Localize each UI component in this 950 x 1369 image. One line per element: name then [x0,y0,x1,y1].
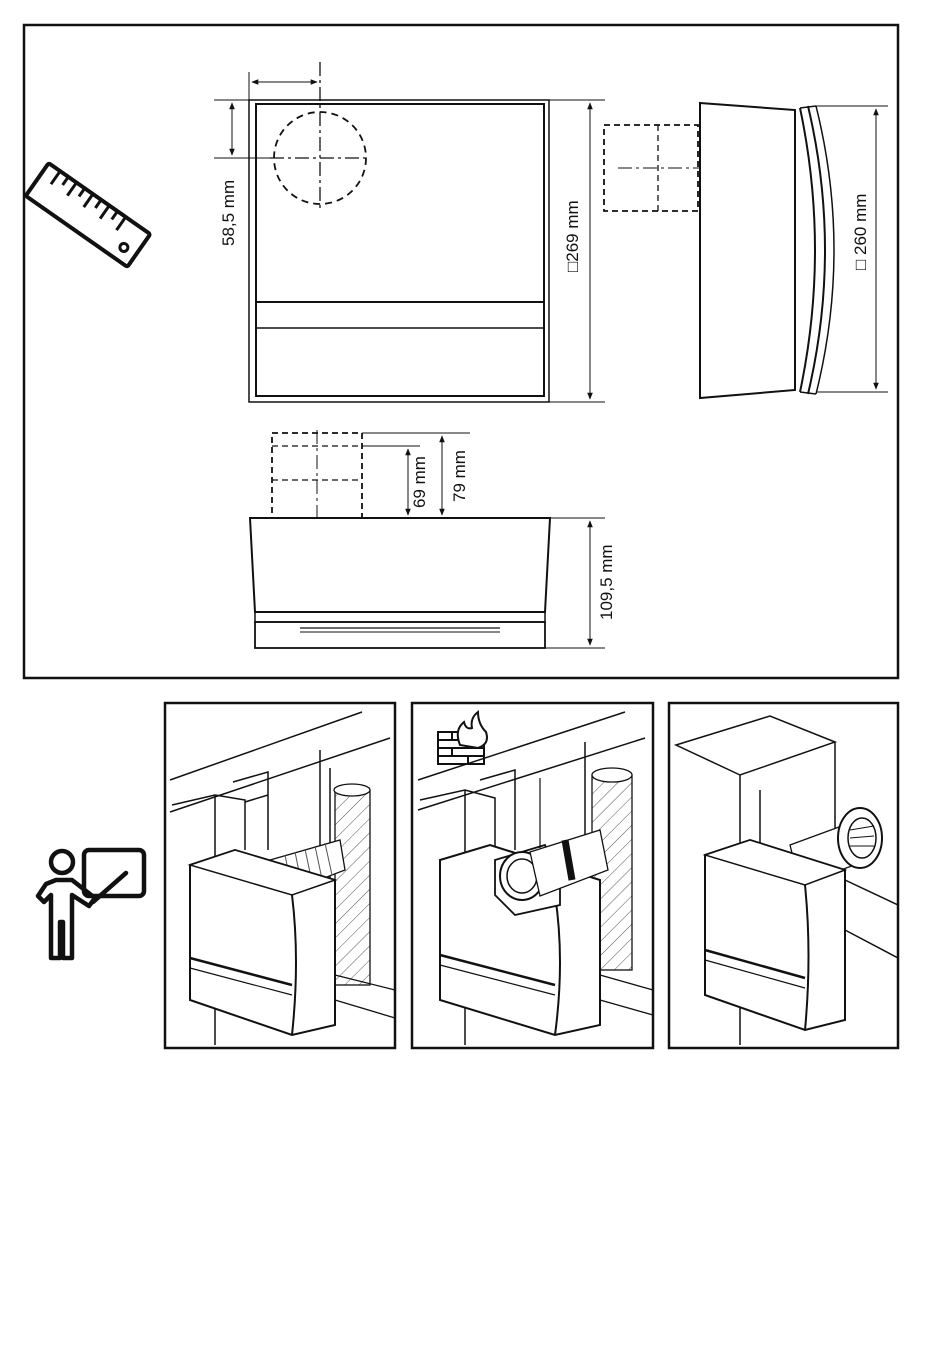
front-view [214,62,605,402]
dim-79-label: 79 mm [450,450,469,502]
instructor-icon [38,850,144,958]
installation-step-3 [669,703,898,1048]
dim-109-5-label: 109,5 mm [597,544,616,620]
dim-260-label: □ 260 mm [851,194,870,270]
installation-step-2 [412,703,653,1048]
ruler-icon [26,163,151,267]
dim-58-5-label: 58,5 mm [219,180,238,246]
dimension-panel [24,25,898,678]
dim-69-label: 69 mm [410,456,429,508]
dim-269-label: □269 mm [563,200,582,272]
installation-step-1 [165,703,395,1048]
side-view [604,103,888,398]
